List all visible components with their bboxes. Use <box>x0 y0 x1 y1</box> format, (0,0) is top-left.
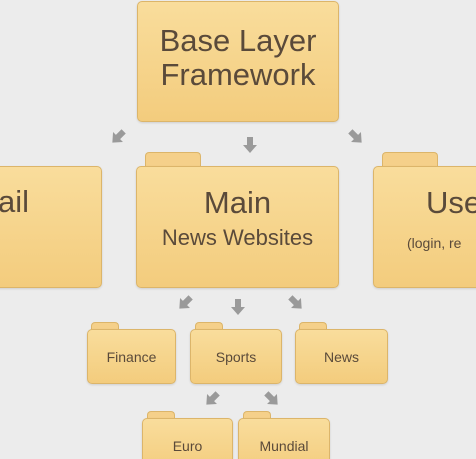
node-sports-label: Sports <box>215 349 257 365</box>
node-finance-label: Finance <box>106 349 157 365</box>
folder-tab-finance <box>91 322 119 330</box>
node-mundial-label: Mundial <box>259 438 309 454</box>
node-base-layer-framework: Base Layer Framework <box>137 1 339 122</box>
node-mundial: Mundial <box>238 418 330 459</box>
node-news: News <box>295 329 388 384</box>
node-news-label: News <box>323 349 359 365</box>
node-right-partial-subtitle: (login, re <box>407 235 462 251</box>
node-left-partial-label: ail <box>0 184 29 219</box>
folder-tab-news <box>299 322 327 330</box>
node-base-layer-title-line2: Framework <box>160 57 316 92</box>
folder-tab-sports <box>195 322 223 330</box>
node-euro: Euro <box>142 418 233 459</box>
node-euro-label: Euro <box>172 438 203 454</box>
node-main-subtitle: News Websites <box>161 225 314 250</box>
node-finance: Finance <box>87 329 176 384</box>
node-main-title: Main <box>203 185 272 220</box>
folder-tab-right <box>382 152 438 167</box>
node-right-partial-title: Use <box>426 185 476 220</box>
node-sports: Sports <box>190 329 282 384</box>
node-base-layer-title-line1: Base Layer <box>159 23 317 58</box>
folder-tab-euro <box>147 411 175 419</box>
node-left-partial-folder: ail <box>0 166 102 288</box>
node-main-news-websites: Main News Websites <box>136 166 339 288</box>
folder-tab-main <box>145 152 201 167</box>
node-right-partial-folder: Use (login, re <box>373 166 476 288</box>
folder-tab-mundial <box>243 411 271 419</box>
